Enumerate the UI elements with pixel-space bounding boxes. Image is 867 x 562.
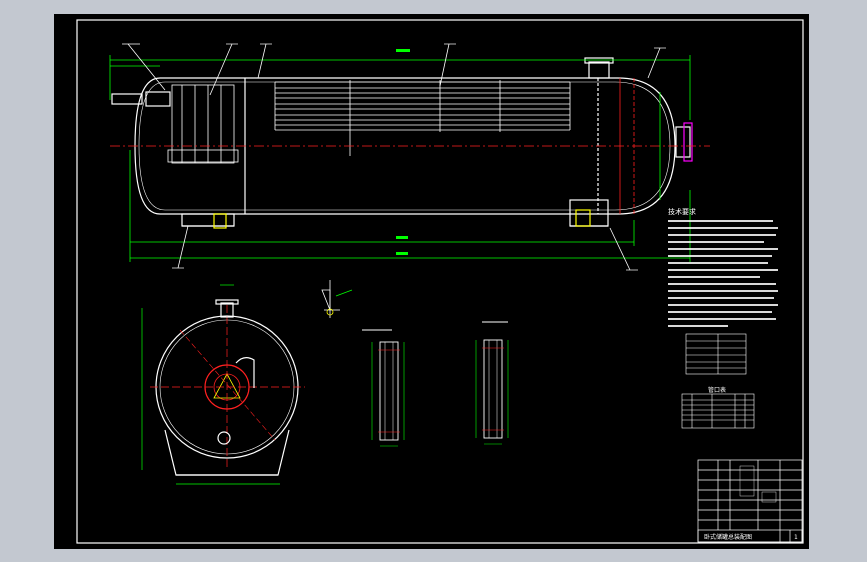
left-internals <box>167 84 239 164</box>
vessel-side-view <box>111 57 693 229</box>
baffle-detail-b <box>475 321 509 445</box>
drawing-sheet <box>54 14 809 549</box>
spec-table <box>685 333 747 375</box>
tube-bundle <box>274 80 571 156</box>
part-number-leaders <box>122 43 666 271</box>
tech-notes-heading: 技术要求 <box>668 207 696 216</box>
sheet-number: 1 <box>794 534 798 541</box>
dimension-lines <box>109 43 691 271</box>
technical-requirements: 技术要求 <box>668 207 778 327</box>
title-block <box>697 459 803 543</box>
baffle-detail-a <box>362 329 405 447</box>
drawing-title: 卧式储罐总装配图 <box>704 533 752 541</box>
drawing-frame <box>76 19 804 544</box>
weld-detail <box>321 280 353 318</box>
nozzle-table: 管口表 <box>681 386 755 429</box>
vessel-end-view <box>141 284 305 485</box>
nozzle-table-heading: 管口表 <box>708 386 726 394</box>
